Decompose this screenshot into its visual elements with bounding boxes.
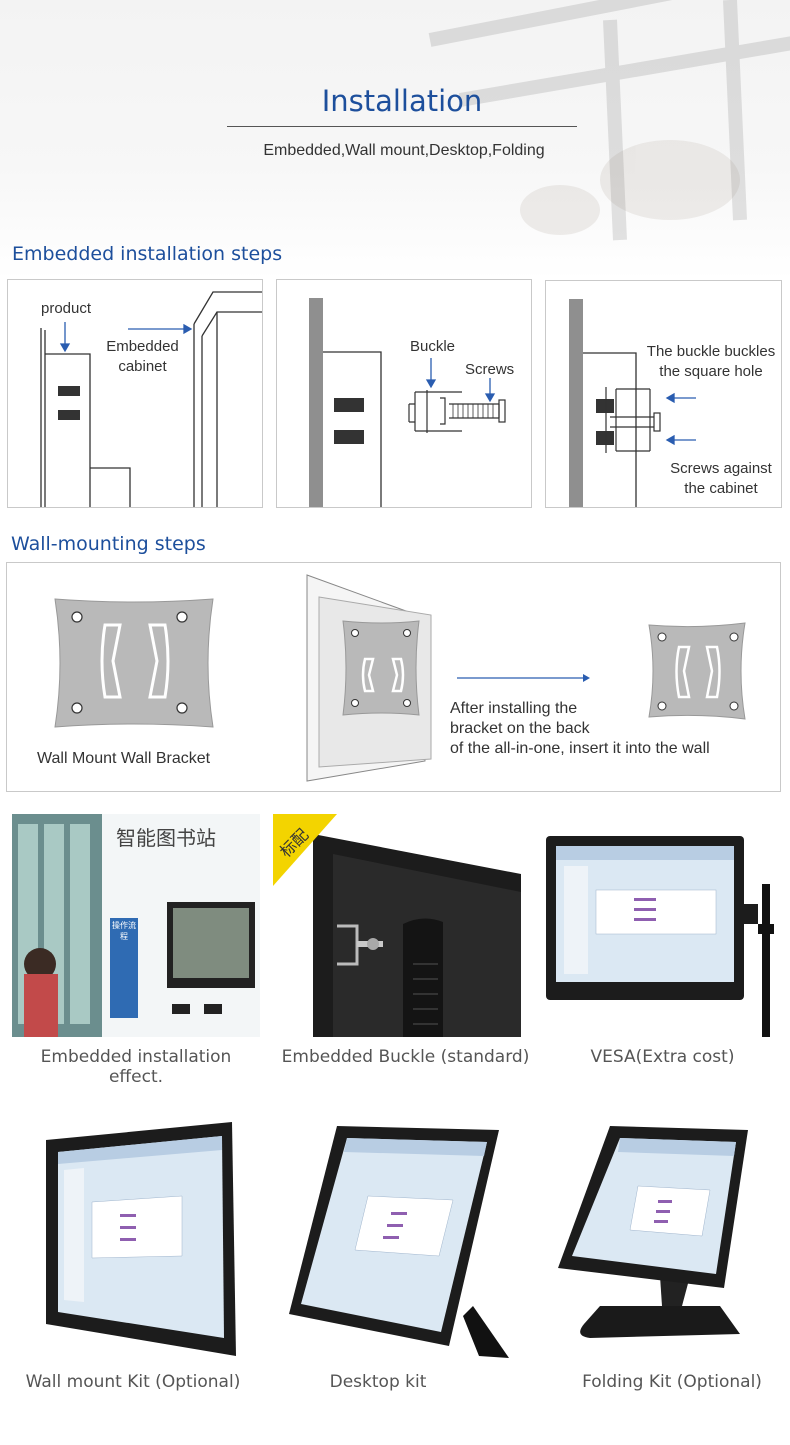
caption-embedded-effect: Embedded installation effect.	[40, 1047, 232, 1087]
embedded-step-3: The buckle buckles the square hole Screw…	[545, 280, 782, 508]
caption-vesa: VESA(Extra cost)	[590, 1047, 735, 1067]
header-background	[0, 0, 790, 280]
folding-stand-monitor-image	[534, 1106, 780, 1363]
page-title: Installation	[321, 84, 483, 118]
wall-mount-monitor-image	[12, 1106, 258, 1363]
wall-mount-note: After installing the bracket on the back…	[450, 699, 710, 759]
desktop-monitor-image	[273, 1106, 519, 1363]
embedded-effect-photo: 智能图书站 操作流程	[12, 814, 260, 1037]
buckle-note-line2: the square hole	[659, 363, 763, 380]
buckle-closeup-image	[273, 814, 521, 1037]
buckle-note: The buckle buckles the square hole	[641, 342, 781, 382]
buckle-and-screw-diagram	[309, 298, 506, 507]
installation-background-photo	[428, 0, 790, 241]
folding-kit-photo	[534, 1106, 780, 1363]
wall-note-line2: bracket on the back	[450, 720, 590, 737]
page-subtitle: Embedded,Wall mount,Desktop,Folding	[263, 142, 545, 159]
desktop-kit-photo	[273, 1106, 519, 1363]
vesa-monitor-image	[534, 814, 781, 1037]
wall-mount-diagram: Wall Mount Wall Bracket After installing…	[6, 562, 781, 792]
caption-desktop-kit: Desktop kit	[329, 1372, 427, 1392]
assembled-buckle-diagram	[569, 299, 696, 507]
screws-label: Screws	[465, 361, 515, 378]
screws-note-line1: Screws against	[670, 460, 772, 477]
wall-section-title: Wall-mounting steps	[11, 533, 206, 555]
product-and-cabinet-diagram	[40, 291, 262, 507]
wall-bracket-illustration	[54, 574, 746, 782]
caption-folding-kit: Folding Kit (Optional)	[582, 1372, 762, 1392]
vesa-photo	[534, 814, 781, 1037]
embedded-step-2: Buckle Screws	[276, 279, 532, 508]
bracket-label: Wall Mount Wall Bracket	[37, 750, 211, 767]
buckle-label: Buckle	[410, 338, 456, 355]
caption-wall-mount-kit: Wall mount Kit (Optional)	[25, 1372, 241, 1392]
screws-note: Screws against the cabinet	[656, 459, 786, 499]
product-label: product	[41, 300, 92, 317]
wall-note-line3: of the all-in-one, insert it into the wa…	[450, 740, 710, 757]
cabinet-label: Embedded cabinet	[100, 337, 185, 377]
kiosk-panel-text: 操作流程	[112, 921, 136, 941]
embedded-section-title: Embedded installation steps	[12, 243, 283, 265]
wall-note-line1: After installing the	[450, 700, 578, 717]
buckle-note-line1: The buckle buckles	[646, 343, 776, 360]
kiosk-image	[12, 814, 260, 1037]
kiosk-sign: 智能图书站	[116, 826, 216, 850]
cabinet-label-line1: Embedded	[106, 338, 179, 355]
embedded-buckle-photo: 标配	[273, 814, 521, 1037]
caption-embedded-buckle: Embedded Buckle (standard)	[281, 1047, 530, 1067]
cabinet-label-line2: cabinet	[118, 358, 167, 375]
title-divider	[227, 126, 577, 127]
screws-note-line2: the cabinet	[684, 480, 758, 497]
embedded-step-1: product Embedded cabinet	[7, 279, 263, 508]
wall-mount-kit-photo	[12, 1106, 258, 1363]
